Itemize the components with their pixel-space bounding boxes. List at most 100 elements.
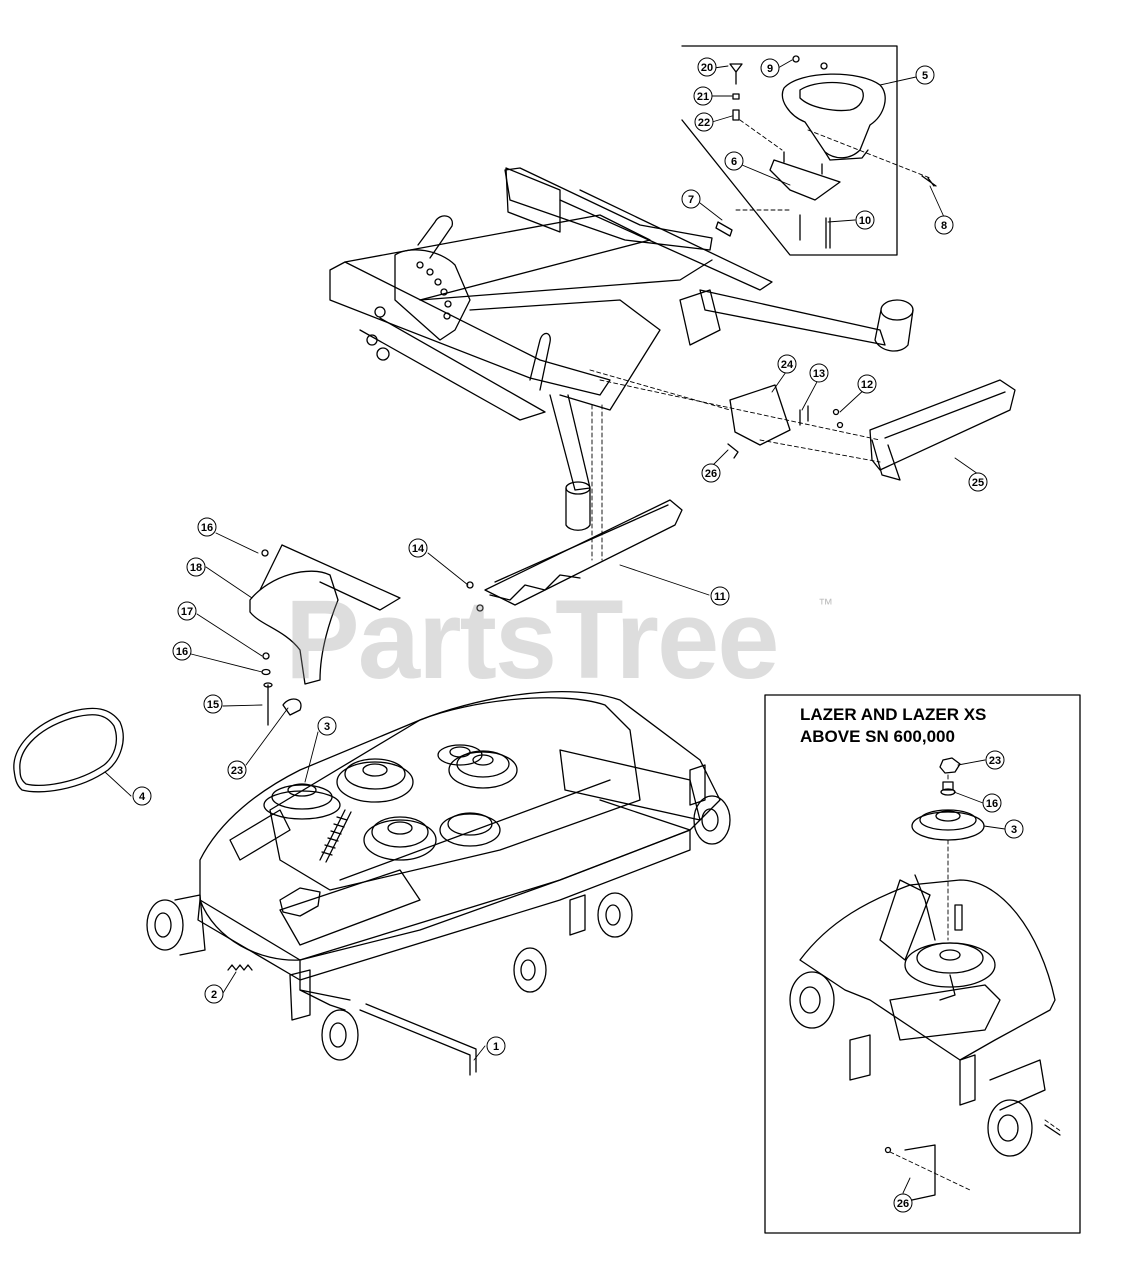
inset-deck	[789, 874, 1061, 1201]
callout-circle	[985, 750, 1005, 770]
callout-circle	[760, 58, 780, 78]
front-bracket	[466, 499, 683, 612]
assembly-lines-inset	[889, 774, 1063, 1191]
callout-label: 11	[714, 591, 726, 603]
callout-circle	[172, 641, 192, 661]
callout-circle	[934, 215, 954, 235]
callout-circle	[177, 601, 197, 621]
callout-circle	[915, 65, 935, 85]
callout-label: 24	[781, 359, 794, 371]
seat-part	[781, 73, 886, 161]
trademark-symbol: ™	[818, 596, 833, 613]
callout-label: 20	[701, 62, 713, 74]
callout-leaders	[104, 59, 1006, 1194]
callout-label: 8	[941, 220, 947, 232]
callout-16: 16	[982, 793, 1002, 813]
callout-13: 13	[809, 363, 829, 383]
callout-6: 6	[724, 151, 744, 171]
callout-9: 9	[760, 58, 780, 78]
front-rod	[359, 1003, 477, 1076]
callout-4: 4	[132, 786, 152, 806]
callout-circle	[486, 1036, 506, 1056]
callout-1: 1	[486, 1036, 506, 1056]
callout-circle	[724, 151, 744, 171]
caster-wheels	[146, 764, 731, 1061]
mower-frame	[329, 167, 1016, 531]
inset-title-line1: LAZER AND LAZER XS	[800, 705, 987, 724]
callout-15: 15	[203, 694, 223, 714]
callout-22: 22	[694, 112, 714, 132]
callout-label: 25	[972, 477, 984, 489]
callout-circle	[693, 86, 713, 106]
callout-label: 6	[731, 156, 737, 168]
callout-label: 18	[190, 562, 202, 574]
callout-label: 1	[493, 1041, 499, 1053]
callout-label: 14	[412, 543, 425, 555]
callout-2: 2	[204, 984, 224, 1004]
callout-23: 23	[227, 760, 247, 780]
callout-24: 24	[777, 354, 797, 374]
callout-label: 9	[767, 63, 773, 75]
v-belt	[13, 707, 124, 793]
callout-circle	[204, 984, 224, 1004]
callout-12: 12	[857, 374, 877, 394]
lower-inset-box	[764, 694, 1081, 1234]
callout-label: 3	[324, 721, 330, 733]
callout-16: 16	[197, 517, 217, 537]
callout-26: 26	[701, 463, 721, 483]
callout-circle	[681, 189, 701, 209]
callout-label: 4	[139, 791, 146, 803]
callout-circle	[186, 557, 206, 577]
callout-7: 7	[681, 189, 701, 209]
callout-20: 20	[697, 57, 717, 77]
callout-circle	[697, 57, 717, 77]
hardware-stack	[729, 63, 743, 121]
callout-circle	[710, 586, 730, 606]
mower-deck	[197, 691, 721, 1001]
callout-8: 8	[934, 215, 954, 235]
callout-label: 10	[859, 215, 871, 227]
callout-label: 15	[207, 699, 219, 711]
callout-circle	[132, 786, 152, 806]
callout-circle	[968, 472, 988, 492]
callout-circle	[777, 354, 797, 374]
callout-label: 21	[697, 91, 709, 103]
callout-label: 7	[688, 194, 694, 206]
callout-circle	[1004, 819, 1024, 839]
callout-label: 16	[201, 522, 213, 534]
callout-circle	[203, 694, 223, 714]
callout-circle	[893, 1193, 913, 1213]
callout-label: 3	[1011, 824, 1017, 836]
callout-label: 17	[181, 606, 193, 618]
callout-circle	[694, 112, 714, 132]
callout-label: 26	[705, 468, 717, 480]
callout-17: 17	[177, 601, 197, 621]
callout-circle	[408, 538, 428, 558]
deck-spring	[227, 964, 253, 971]
callout-label: 13	[813, 368, 825, 380]
callout-label: 23	[231, 765, 243, 777]
callout-circle	[982, 793, 1002, 813]
callout-5: 5	[915, 65, 935, 85]
callout-circle	[701, 463, 721, 483]
watermark: PartsTree	[285, 577, 780, 702]
callout-3: 3	[1004, 819, 1024, 839]
seat-bracket	[769, 151, 841, 201]
callout-18: 18	[186, 557, 206, 577]
callout-circle	[227, 760, 247, 780]
callout-26: 26	[893, 1193, 913, 1213]
callout-14: 14	[408, 538, 428, 558]
callout-circle	[197, 517, 217, 537]
callout-label: 5	[922, 70, 928, 82]
belt-cover	[249, 544, 401, 726]
inset-title-line2: ABOVE SN 600,000	[800, 727, 955, 746]
callout-label: 12	[861, 379, 873, 391]
callout-3: 3	[317, 716, 337, 736]
callout-21: 21	[693, 86, 713, 106]
callout-circle	[855, 210, 875, 230]
callout-label: 23	[989, 755, 1001, 767]
callout-10: 10	[855, 210, 875, 230]
callout-label: 26	[897, 1198, 909, 1210]
